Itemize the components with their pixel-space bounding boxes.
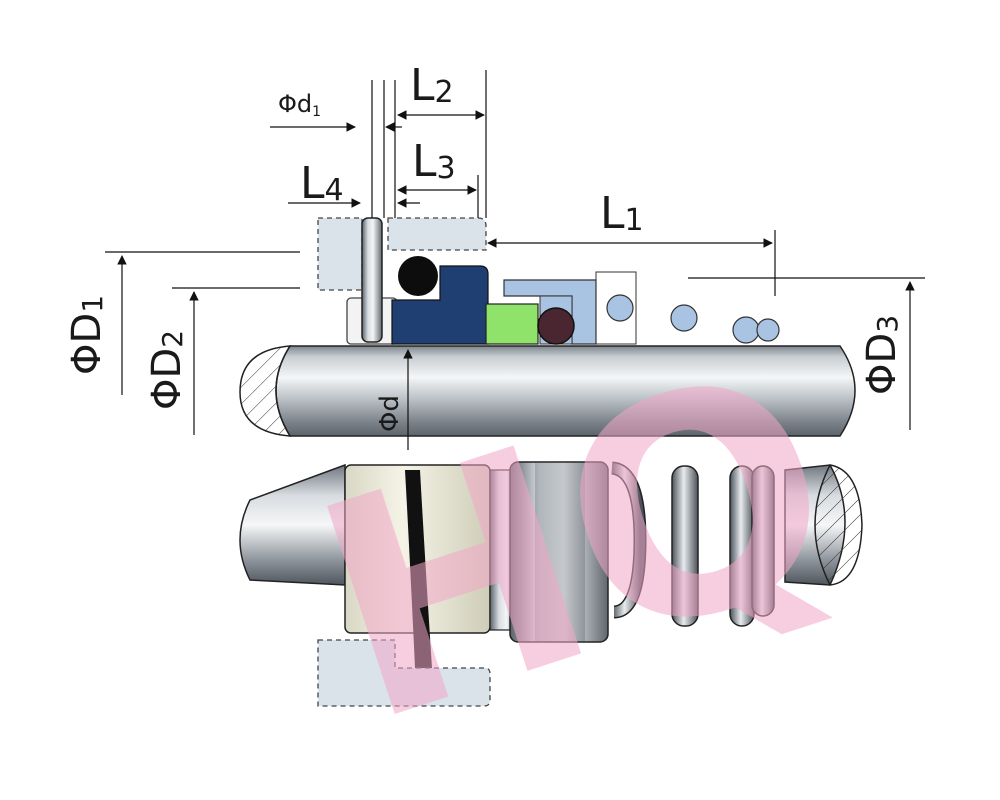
shaft-section-left xyxy=(239,345,292,437)
label-L4: L4 xyxy=(300,158,344,209)
dimension-lines xyxy=(105,70,925,450)
shaft-upper xyxy=(239,345,856,437)
label-D3: ΦD3 xyxy=(859,315,905,395)
gland-upper xyxy=(317,217,487,291)
rotary-ring xyxy=(391,256,489,345)
oring-rotary xyxy=(537,307,575,345)
label-L3: L3 xyxy=(412,136,456,187)
label-D2: ΦD2 xyxy=(144,330,190,410)
shaft-lower xyxy=(239,463,863,586)
seat-oring-lower xyxy=(405,470,432,668)
oring-upper-seat xyxy=(398,256,438,296)
dimension-labels: Φd1 L2 L3 L4 L1 ΦD1 ΦD2 ΦD3 Φd xyxy=(64,60,905,432)
label-phi-d: Φd xyxy=(375,395,405,432)
label-L1: L1 xyxy=(600,188,644,239)
stationary-seat-lower xyxy=(344,464,491,668)
label-phi-d1: Φd1 xyxy=(278,90,321,120)
shaft-section-right xyxy=(814,464,863,586)
spring-sections-upper xyxy=(606,294,780,344)
anti-rotation-pin xyxy=(361,217,383,343)
rotary-head-lower xyxy=(489,461,609,643)
label-D1: ΦD1 xyxy=(64,295,110,375)
retainer xyxy=(503,271,637,345)
seal-face-green xyxy=(485,303,539,345)
label-L2: L2 xyxy=(410,60,454,111)
gland-lower xyxy=(317,639,491,707)
spring-coils-lower xyxy=(610,461,775,627)
